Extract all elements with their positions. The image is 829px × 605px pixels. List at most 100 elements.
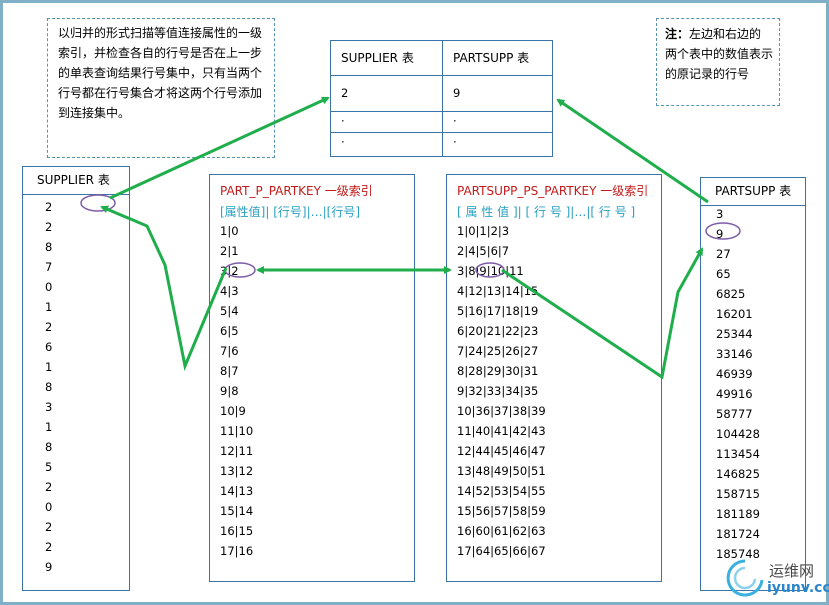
row-item: 6 [45,340,53,354]
row-item: 6|5 [220,324,239,338]
row-item: 8 [45,440,53,454]
row-item: 16|15 [220,524,254,538]
row-item: 17|64|65|66|67 [457,544,546,558]
row-item: 10|9 [220,404,246,418]
index-partsupp: PARTSUPP_PS_PARTKEY 一级索引 [ 属 性 值 ]| [ 行 … [446,174,662,582]
index-part-subtitle: [属性值]| [行号]|…|[行号] [220,205,361,219]
row-item: 3|2 [220,264,239,278]
note-left: 以归并的形式扫描等值连接属性的一级索引，并检查各自的行号是否在上一步的单表查询结… [47,18,275,158]
result-table: SUPPLIER 表 2 · · PARTSUPP 表 9 · · [330,40,553,157]
note-left-text: 以归并的形式扫描等值连接属性的一级索引，并检查各自的行号是否在上一步的单表查询结… [58,26,263,120]
supplier-table-title: SUPPLIER 表 [23,167,129,195]
watermark-logo: 运维网 iyunv.com [723,556,829,602]
result-cell: · [331,113,442,133]
row-item: 11|10 [220,424,254,438]
row-item: 1 [45,300,53,314]
row-item: 65 [716,267,731,281]
note-right-prefix: 注： [665,27,690,41]
row-item: 3 [716,207,724,221]
row-item: 8|28|29|30|31 [457,364,539,378]
row-item: 12|44|45|46|47 [457,444,546,458]
row-item: 6|20|21|22|23 [457,324,539,338]
row-item: 8 [45,240,53,254]
row-item: 181724 [716,527,760,541]
index-partsupp-title: PARTSUPP_PS_PARTKEY 一级索引 [457,184,649,198]
result-header-partsupp: PARTSUPP 表 [443,41,552,76]
row-item: 14|52|53|54|55 [457,484,546,498]
row-item: 181189 [716,507,760,521]
result-header-supplier: SUPPLIER 表 [331,41,442,76]
row-item: 49916 [716,387,753,401]
index-part: PART_P_PARTKEY 一级索引 [属性值]| [行号]|…|[行号] 1… [209,174,415,582]
row-item: 2 [45,520,53,534]
row-item: 1|0 [220,224,239,238]
row-item: 14|13 [220,484,254,498]
row-item: 1 [45,360,53,374]
row-item: 15|56|57|58|59 [457,504,546,518]
row-item: 13|48|49|50|51 [457,464,546,478]
note-right-text: 左边和右边的两个表中的数值表示的原记录的行号 [665,27,774,81]
row-item: 5 [45,460,53,474]
row-item: 1 [45,420,53,434]
row-item: 58777 [716,407,753,421]
row-item: 2 [45,320,53,334]
row-item: 2 [45,200,53,214]
index-partsupp-rows: 1|0|1|2|3 2|4|5|6|7 3|8|9|10|11 4|12|13|14|… [457,221,546,561]
watermark-name: 运维网 [769,562,815,580]
row-item: 7 [45,260,53,274]
result-cell: · [443,113,552,133]
row-item: 12|11 [220,444,254,458]
watermark-swirl-icon [726,559,764,597]
row-item: 0 [45,500,53,514]
result-cell: · [453,135,457,149]
row-item: 3 [45,400,53,414]
index-part-title: PART_P_PARTKEY 一级索引 [220,184,373,198]
row-item: 185748 [716,547,760,561]
row-item: 2 [45,540,53,554]
result-col-partsupp: PARTSUPP 表 9 · · [443,41,552,156]
row-item: 9 [45,560,53,574]
row-item: 2 [45,220,53,234]
partsupp-table-title: PARTSUPP 表 [701,178,805,206]
row-item: 1|0|1|2|3 [457,224,510,238]
row-item: 5|4 [220,304,239,318]
row-item: 4|12|13|14|15 [457,284,539,298]
row-item: 8|7 [220,364,239,378]
row-item: 4|3 [220,284,239,298]
row-item: 6825 [716,287,746,301]
row-item: 16|60|61|62|63 [457,524,546,538]
row-item: 2|4|5|6|7 [457,244,510,258]
row-item: 13|12 [220,464,254,478]
row-item: 10|36|37|38|39 [457,404,546,418]
row-item: 3|8|9|10|11 [457,264,524,278]
row-item: 27 [716,247,731,261]
row-item: 146825 [716,467,760,481]
row-item: 17|16 [220,544,254,558]
row-item: 9 [716,227,724,241]
row-item: 9|8 [220,384,239,398]
row-item: 46939 [716,367,753,381]
row-item: 15|14 [220,504,254,518]
row-item: 25344 [716,327,753,341]
row-item: 113454 [716,447,760,461]
index-partsupp-subtitle: [ 属 性 值 ]| [ 行 号 ]|…|[ 行 号 ] [457,205,636,219]
row-item: 33146 [716,347,753,361]
row-item: 5|16|17|18|19 [457,304,539,318]
row-item: 7|24|25|26|27 [457,344,539,358]
row-item: 8 [45,380,53,394]
row-item: 9|32|33|34|35 [457,384,539,398]
watermark-domain: iyunv.com [767,580,829,596]
row-item: 11|40|41|42|43 [457,424,546,438]
result-col-supplier: SUPPLIER 表 2 · · [331,41,443,156]
result-cell: · [341,135,345,149]
result-cell: 2 [331,75,442,112]
row-item: 0 [45,280,53,294]
row-item: 104428 [716,427,760,441]
row-item: 158715 [716,487,760,501]
